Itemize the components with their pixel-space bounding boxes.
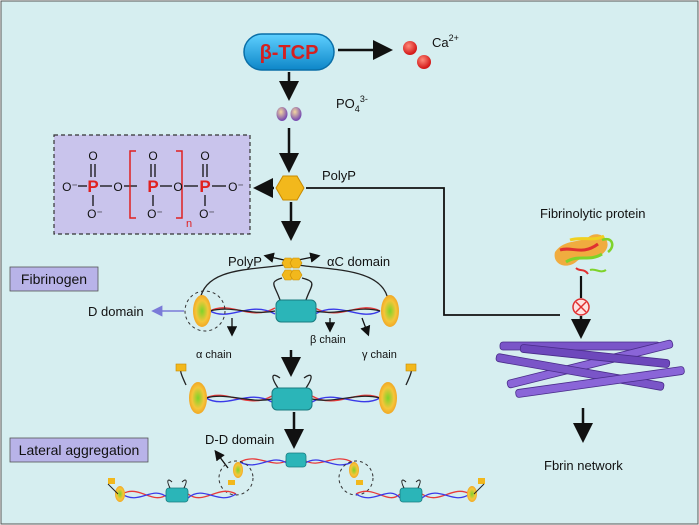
polyp-inhibition-line: [306, 187, 560, 316]
fibrinogen-label-box: Fibrinogen: [9, 266, 99, 292]
fibrinogen-label: Fibrinogen: [21, 271, 87, 287]
fibrin-monomer: [175, 363, 417, 414]
formula-o-minus-right: O⁻: [228, 180, 244, 194]
formula-bracket-right: [176, 150, 183, 219]
fibrinolytic-label: Fibrinolytic protein: [540, 206, 646, 221]
tcp-node: β-TCP: [243, 33, 335, 71]
lateral-aggregation-box: Lateral aggregation: [9, 437, 149, 463]
po4-label: PO43-: [336, 94, 368, 114]
tcp-label: β-TCP: [260, 42, 319, 64]
alpha-c-domain-label: αC domain: [327, 254, 390, 269]
ca-label: Ca2+: [432, 33, 459, 50]
fibrin-fibers-icon: [495, 339, 685, 398]
fibrinolytic-protein-icon: [554, 234, 614, 275]
lateral-aggregation-label: Lateral aggregation: [19, 442, 140, 458]
formula-o-bottom-1: O⁻: [87, 207, 103, 221]
formula-p-2: P: [147, 177, 158, 196]
fibrinogen-molecule: [184, 257, 399, 332]
formula-o-bottom-2: O⁻: [147, 207, 163, 221]
formula-o-bottom-3: O⁻: [199, 207, 215, 221]
po4-ion-2: [290, 107, 302, 121]
polyp-formula-box: O O O O⁻ P O P O P O⁻ O⁻ O⁻ O⁻ n: [53, 134, 251, 235]
polyp-top-label: PolyP: [228, 254, 262, 269]
dd-domain-label: D-D domain: [205, 432, 274, 447]
formula-p-1: P: [87, 177, 98, 196]
arrow-to-alpha-c: [297, 252, 321, 263]
po4-ion-1: [276, 107, 288, 121]
formula-bracket-left: [129, 150, 136, 219]
formula-o-top-2: O: [148, 149, 157, 163]
fibrin-network-label: Fbrin network: [544, 458, 623, 473]
ca-ion-1: [403, 41, 417, 55]
formula-o-minus-left: O⁻: [62, 180, 78, 194]
arrow-gamma-chain: [360, 317, 371, 337]
formula-o-top-3: O: [200, 149, 209, 163]
d-domain-left: [193, 295, 211, 327]
arrow-to-polyp-top: [263, 252, 285, 263]
formula-n-subscript: n: [186, 218, 192, 230]
d-domain-label: D domain: [88, 304, 144, 319]
beta-chain-label: β chain: [310, 334, 346, 346]
e-domain-core: [275, 299, 317, 323]
d-domain-right: [381, 295, 399, 327]
polyp-hexagon: [275, 175, 305, 201]
d-domain-highlight: [184, 290, 226, 332]
alpha-chain-label: α chain: [196, 349, 232, 361]
formula-o-bridge-1: O: [113, 180, 122, 194]
formula-p-3: P: [199, 177, 210, 196]
aggregated-fibrin: [107, 452, 485, 503]
ca-ion-2: [417, 55, 431, 69]
gamma-chain-label: γ chain: [362, 349, 397, 361]
formula-o-bridge-2: O: [173, 180, 182, 194]
formula-o-top-1: O: [88, 149, 97, 163]
polyp-right-label: PolyP: [322, 168, 356, 183]
arrow-to-dd-domain: [214, 449, 229, 469]
